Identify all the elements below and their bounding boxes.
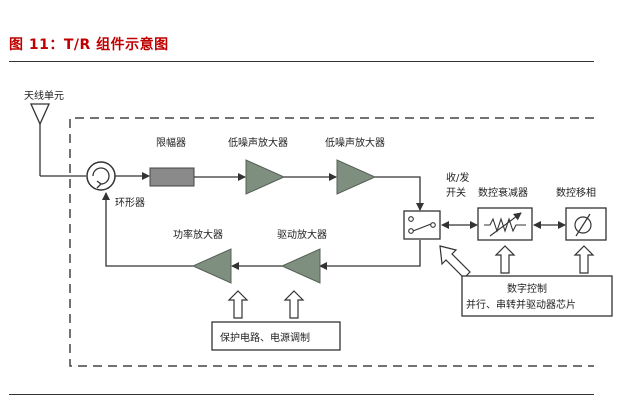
protection-label: 保护电路、电源调制 <box>220 331 310 344</box>
control-arrow-switch <box>439 245 471 279</box>
switch-label-line2: 开关 <box>446 186 466 199</box>
phase-shifter-icon <box>565 207 607 241</box>
tr-switch-icon <box>403 210 441 240</box>
protection-arrow-pa <box>227 290 249 319</box>
limiter-block <box>149 167 195 187</box>
lna-1-label: 低噪声放大器 <box>228 136 288 149</box>
lna-2-label: 低噪声放大器 <box>325 136 385 149</box>
attenuator-label: 数控衰减器 <box>478 186 528 199</box>
lna-2-triangle <box>336 159 377 195</box>
antenna-label: 天线单元 <box>24 89 64 102</box>
figure-title: 图 11：T/R 组件示意图 <box>9 37 169 53</box>
driver-amp-label: 驱动放大器 <box>277 228 327 241</box>
protection-arrow-driver <box>283 290 305 319</box>
circulator-icon <box>86 161 116 191</box>
control-arrow-phase-shifter <box>573 245 595 274</box>
circulator-label: 环形器 <box>115 197 145 209</box>
bottom-rule <box>9 394 594 395</box>
antenna-icon <box>29 103 86 177</box>
driver-amp-triangle <box>280 248 321 284</box>
digital-control-label-line2: 并行、串转并驱动器芯片 <box>466 298 576 311</box>
module-boundary <box>69 117 594 367</box>
digital-control-block <box>461 275 613 317</box>
switch-label-line1: 收/发 <box>446 171 469 184</box>
power-amp-label: 功率放大器 <box>173 228 223 241</box>
control-arrow-attenuator <box>494 245 516 274</box>
lna-1-triangle <box>245 159 286 195</box>
limiter-label: 限幅器 <box>156 136 186 149</box>
top-rule <box>9 61 594 62</box>
digital-control-label-line1: 数字控制 <box>507 282 547 295</box>
phase-shifter-label: 数控移相 <box>556 186 596 199</box>
protection-block <box>211 321 341 351</box>
attenuator-icon <box>477 207 533 241</box>
power-amp-triangle <box>191 248 232 284</box>
